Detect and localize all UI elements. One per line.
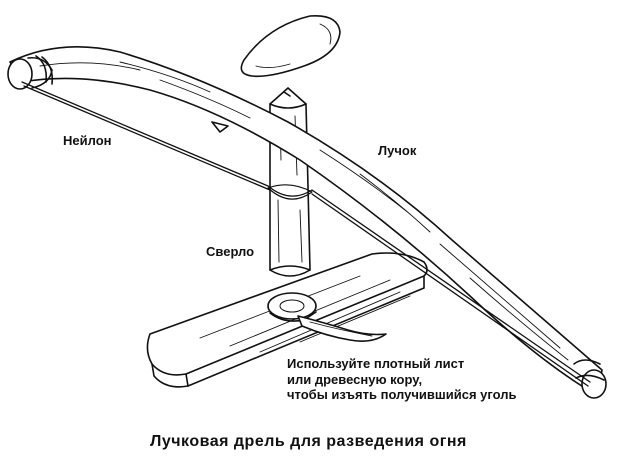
handhold-stone (240, 15, 341, 78)
bow-label: Лучок (378, 143, 417, 158)
note-line: или древесную кору, (287, 371, 423, 387)
usage-note: Используйте плотный лист или древесную к… (287, 356, 517, 403)
figure-caption: Лучковая дрель для разведения огня (150, 433, 467, 450)
nylon-string (21, 81, 591, 387)
bark-leaf (297, 315, 387, 342)
nylon-label: Нейлон (63, 133, 112, 148)
drill-label: Сверло (206, 244, 255, 259)
note-line: чтобы изъять получившийся уголь (287, 387, 517, 402)
note-line: Используйте плотный лист (287, 356, 465, 371)
bow (7, 46, 607, 399)
